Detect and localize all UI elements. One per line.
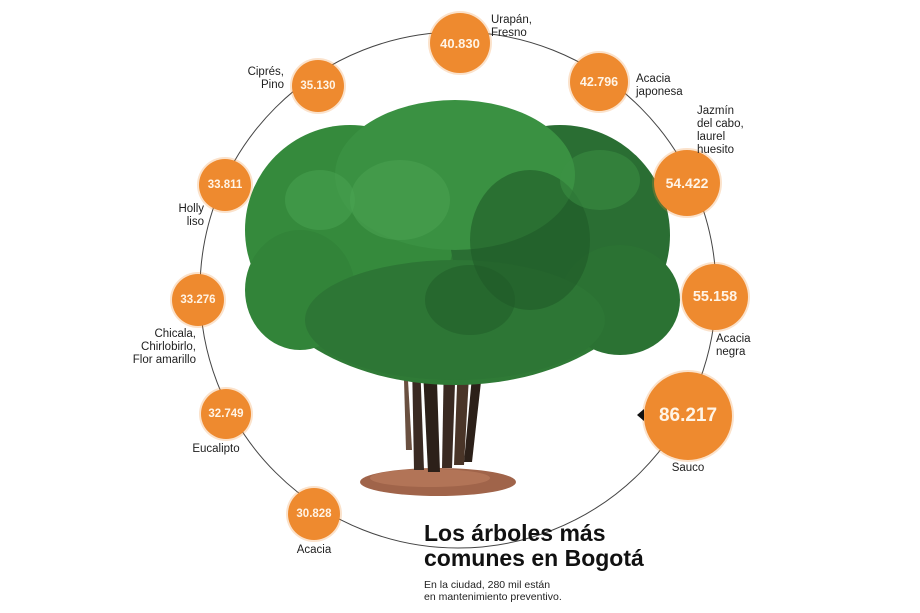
bubble-sauco: 86.217 — [644, 372, 732, 460]
label-cipres: Ciprés,Pino — [247, 66, 284, 91]
bubble-acacia: 30.828 — [288, 488, 340, 540]
bubble-value: 54.422 — [665, 175, 709, 191]
label-eucalipto: Eucalipto — [192, 443, 240, 455]
bubble-acacia-japonesa: 42.796 — [570, 53, 628, 111]
label-chicala: Chicala,Chirlobirlo,Flor amarillo — [132, 328, 196, 366]
bubble-value: 35.130 — [300, 80, 336, 92]
bubble-value: 32.749 — [208, 408, 244, 420]
label-acacia: Acacia — [296, 544, 332, 556]
bubble-eucalipto: 32.749 — [201, 389, 251, 439]
bubble-cipres: 35.130 — [292, 60, 344, 112]
bubble-value: 40.830 — [440, 35, 480, 51]
canopy-icon — [245, 100, 680, 385]
pointer-arrow-icon — [637, 409, 644, 421]
bubble-value: 33.811 — [207, 179, 243, 191]
bubble-urapan: 40.830 — [430, 13, 490, 73]
bubble-jazmin: 54.422 — [654, 150, 720, 216]
bubble-value: 30.828 — [296, 508, 332, 520]
bubble-value: 33.276 — [180, 294, 216, 306]
bubble-holly: 33.811 — [199, 159, 251, 211]
chart-title: Los árboles más comunes en Bogotá — [424, 520, 644, 571]
label-urapan: Urapán,Fresno — [491, 14, 532, 39]
label-sauco: Sauco — [671, 462, 705, 474]
bubble-value: 55.158 — [692, 289, 738, 305]
bubble-value: 42.796 — [579, 75, 619, 89]
bubble-chicala: 33.276 — [172, 274, 224, 326]
bubble-acacia-negra: 55.158 — [682, 264, 748, 330]
chart-subtitle: En la ciudad, 280 mil están en mantenimi… — [424, 579, 562, 603]
bubble-value: 86.217 — [658, 405, 718, 426]
